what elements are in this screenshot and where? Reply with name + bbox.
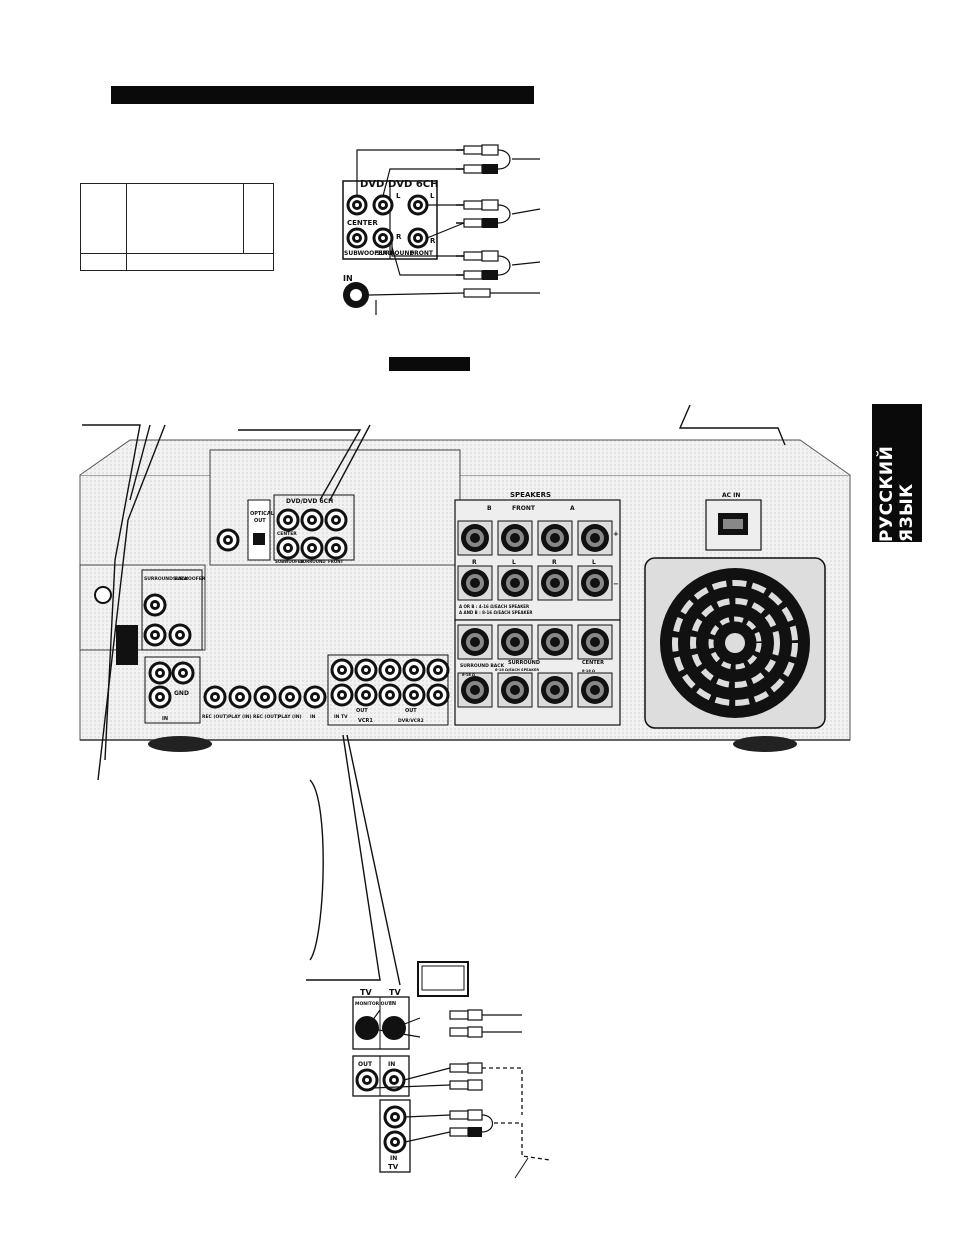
b-r-label: R (472, 559, 477, 566)
speaker-b-label: B (487, 505, 492, 512)
tv-group: TV (389, 988, 401, 997)
optical-out-label-2: OUT (254, 518, 266, 524)
rear-subwoofer-label: SUBWOOFER (275, 559, 304, 564)
in-tv-label-2: TV (388, 1163, 399, 1171)
ohm-label-2: 6-16 Ω (582, 669, 595, 673)
subwoofer-pre-label: SUBWOOFER (173, 576, 206, 582)
rec-out-label: REC (OUT) (202, 714, 228, 720)
rear-center-label: CENTER (277, 531, 297, 537)
section-title-bar (111, 86, 534, 104)
play-in-label-2: PLAY (IN) (278, 714, 302, 720)
subsection-label-bar (389, 357, 470, 371)
optical-out-label-1: OPTICAL (250, 511, 275, 517)
line-in-label: IN (310, 714, 316, 720)
impedance-a-and-b: A AND B : 8-16 Ω/EACH SPEAKER (459, 610, 532, 615)
table-cell (242, 183, 275, 254)
receiver-rear-panel: OPTICAL OUT DVD/DVD 6CH CENTER SUBWOOFER… (79, 439, 851, 752)
ohm-label-1: 6-16 Ω (462, 673, 475, 677)
r-label-2: R (430, 237, 436, 245)
a-l-label: L (592, 559, 596, 566)
dvd-6ch-connector-detail: DVD/DVD 6CH CENTER SUBWOOFER SURROUND FR… (342, 144, 541, 315)
phono-in-label: IN (162, 716, 168, 722)
language-tab: РУССКИЙ ЯЗЫК (872, 404, 922, 542)
dvr-out-label: OUT (405, 708, 417, 714)
dvd-group-label: DVD/DVD 6CH (360, 179, 438, 190)
in-label: IN (343, 274, 353, 283)
tv-in-label: IN (390, 1001, 396, 1007)
vcr1-out-label: OUT (356, 708, 368, 714)
l-label-2: L (430, 192, 435, 200)
table-cell (79, 183, 128, 254)
surround-impedance: 6-16 Ω/EACH SPEAKER (495, 668, 539, 672)
subwoofer-label: SUBWOOFER (344, 250, 387, 257)
surround-spk-label: SURROUND (508, 660, 540, 666)
table-cell (126, 253, 274, 271)
surround-label: SURROUND (376, 250, 414, 257)
tv-monitor-group: TV (360, 988, 372, 997)
front-speakers-label: FRONT (512, 505, 536, 512)
center-label: CENTER (347, 219, 378, 227)
out-label: OUT (358, 1061, 373, 1068)
surround-back-spk-label: SURROUND BACK (460, 663, 505, 669)
b-l-label: L (512, 559, 516, 566)
in-tv-label-1: IN (390, 1155, 397, 1162)
gnd-label: GND (174, 690, 189, 697)
speakers-label: SPEAKERS (510, 491, 551, 499)
rear-dvd-group: DVD/DVD 6CH (286, 498, 333, 505)
table-cell (79, 253, 128, 271)
dvr-vcr2-label: DVR/VCR2 (398, 718, 424, 724)
tv-icon (417, 961, 469, 997)
l-label: L (396, 192, 401, 200)
rec-out-label-2: REC (OUT) (253, 714, 279, 720)
ac-in-label: AC IN (722, 492, 740, 499)
center-spk-label: CENTER (582, 660, 604, 666)
in-label: IN (388, 1061, 395, 1068)
tv-in-label: IN TV (334, 714, 348, 720)
rear-surround-label: SURROUND (300, 559, 326, 564)
minus-label: − (613, 580, 619, 588)
r-label: R (396, 233, 402, 241)
play-in-label: PLAY (IN) (228, 714, 252, 720)
plus-label: + (613, 530, 619, 538)
vcr1-label: VCR1 (358, 718, 373, 724)
rear-front-label: FRONT (328, 559, 344, 564)
impedance-a-or-b: A OR B : 4-16 Ω/EACH SPEAKER (459, 604, 529, 609)
reference-table (79, 183, 275, 271)
surround-back-pre-label: SURROUND BACK (144, 576, 189, 582)
front-label: FRONT (410, 250, 434, 257)
a-r-label: R (552, 559, 557, 566)
monitor-out-label: MONITOR OUT (355, 1001, 392, 1007)
speaker-a-label: A (570, 505, 575, 512)
tv-connection-detail: TV TV MONITOR OUT IN OUT IN IN TV (352, 961, 551, 1179)
